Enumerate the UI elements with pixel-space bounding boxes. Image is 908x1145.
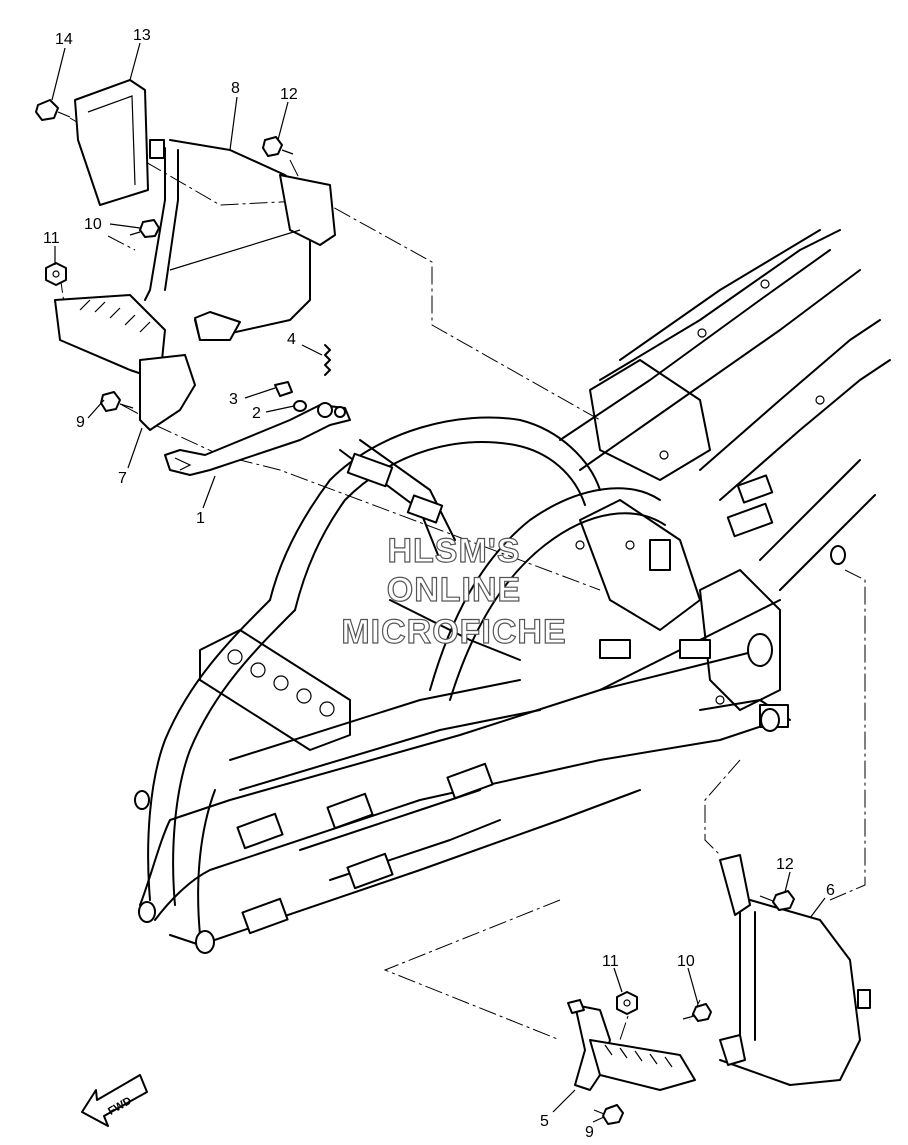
part-12-bolt-upper [262,136,294,157]
part-6-bracket [719,854,871,1086]
callout-9-upper: 9 [76,414,85,431]
part-5-footpeg [567,999,696,1091]
watermark-line-1: HLSM'S [387,532,520,570]
callout-13: 13 [133,27,151,44]
callout-8: 8 [231,80,240,97]
part-11-nut-upper [45,262,67,286]
part-7-footpeg [54,294,196,431]
part-8-bracket [144,139,336,341]
part-4-spring [324,344,331,376]
callout-11-lower: 11 [602,953,619,970]
callout-7: 7 [118,470,127,487]
callout-10-lower: 10 [677,953,695,970]
part-13-guard [74,79,149,206]
fwd-arrow-icon: FWD [81,1074,148,1127]
part-1-pedal [164,402,351,476]
part-11-nut-lower [616,991,638,1015]
callout-2: 2 [252,405,261,422]
callout-leaders [51,42,826,1123]
part-10-bolt-upper [129,219,160,238]
part-14-bolt [35,99,71,121]
callout-1: 1 [196,510,205,527]
part-3-clip [274,381,293,397]
part-2-washer [293,400,307,412]
callout-12-upper: 12 [280,86,298,103]
part-12-bolt-lower [759,890,795,911]
watermark: HLSM'S ONLINE MICROFICHE [341,531,567,651]
callout-6: 6 [826,882,835,899]
callout-11-upper: 11 [43,230,60,247]
callout-14: 14 [55,31,73,48]
callout-9-lower: 9 [585,1124,594,1141]
callout-5: 5 [540,1113,549,1130]
part-9-bolt-lower [593,1104,624,1125]
frame-assembly [134,229,891,954]
callout-4: 4 [287,331,296,348]
callout-12-lower: 12 [776,856,794,873]
part-10-bolt-lower [682,1003,712,1022]
watermark-line-2: ONLINE [387,571,521,609]
callout-labels: 14 13 8 12 10 11 4 3 2 9 7 1 12 6 11 10 … [43,27,835,1141]
callout-3: 3 [229,391,238,408]
callout-10-upper: 10 [84,216,102,233]
watermark-line-3: MICROFICHE [341,613,566,651]
